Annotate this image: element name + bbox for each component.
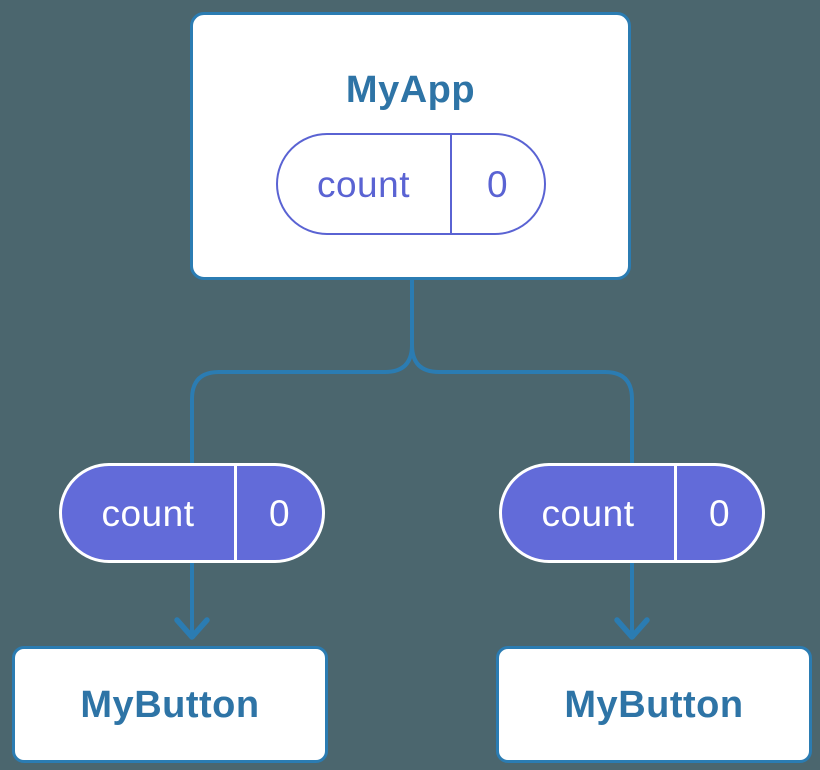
arrow-down-icon xyxy=(174,617,210,640)
component-title: MyButton xyxy=(564,683,744,726)
component-title: MyButton xyxy=(80,683,260,726)
state-name: count xyxy=(62,466,237,560)
state-name: count xyxy=(502,466,677,560)
connector-branch-right xyxy=(410,277,634,633)
component-card-mybutton-right: MyButton xyxy=(496,646,812,763)
component-title: MyApp xyxy=(345,69,476,111)
state-name: count xyxy=(278,135,452,233)
state-pill-right-child: count 0 xyxy=(499,463,765,563)
state-value: 0 xyxy=(486,163,509,205)
state-value: 0 xyxy=(268,492,291,534)
component-card-myapp: MyApp count 0 xyxy=(190,12,631,280)
state-pill-root: count 0 xyxy=(275,133,546,235)
state-value: 0 xyxy=(708,492,731,534)
connector-branch-left xyxy=(190,277,414,633)
arrow-down-icon xyxy=(614,617,650,640)
component-card-mybutton-left: MyButton xyxy=(12,646,328,763)
state-pill-left-child: count 0 xyxy=(59,463,325,563)
